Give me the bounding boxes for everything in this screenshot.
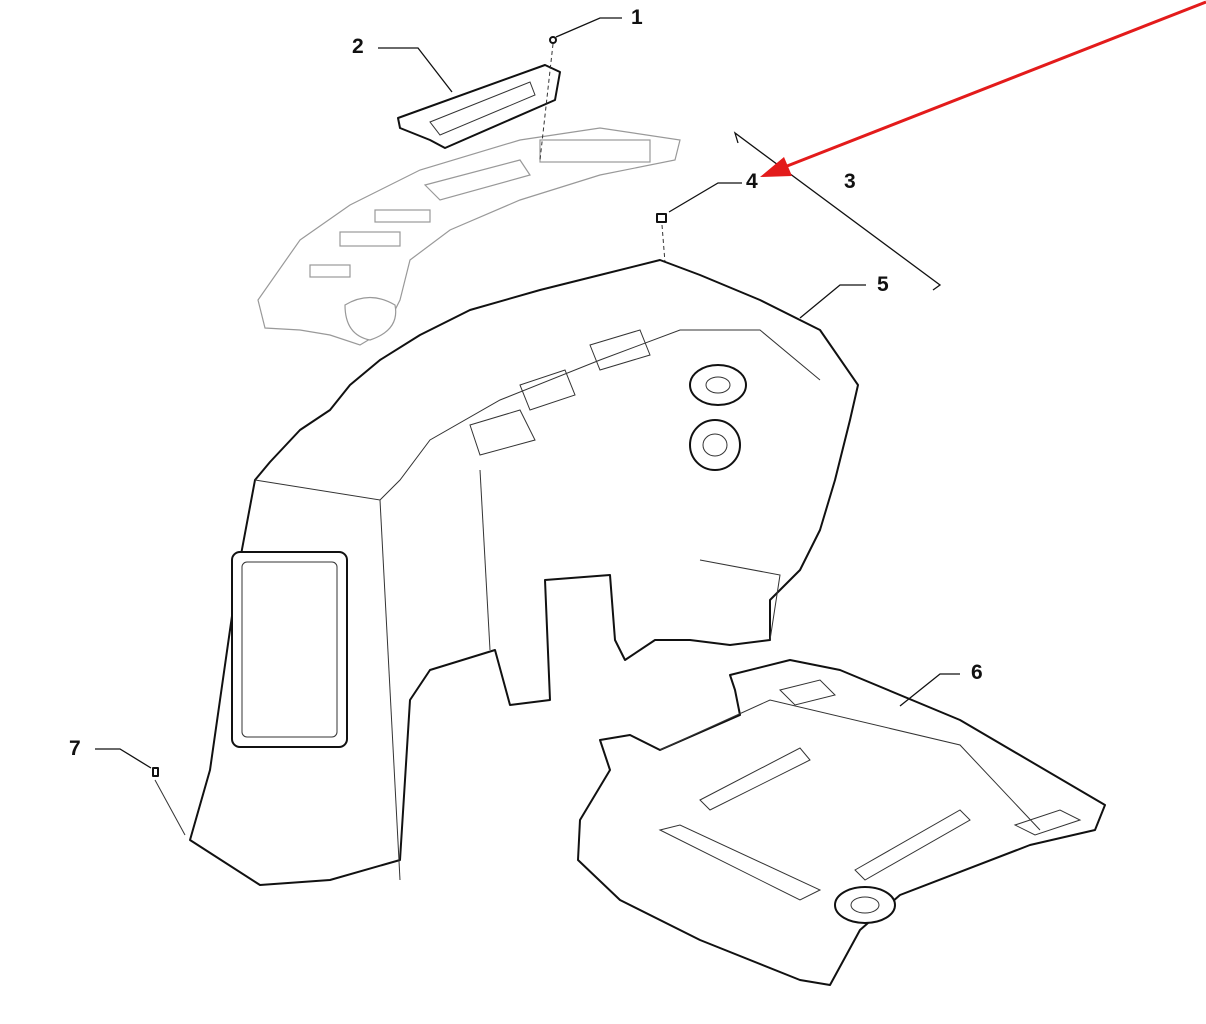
- highlight-arrow: [760, 0, 1206, 177]
- callout-4: 4: [746, 170, 758, 193]
- leader-lines: [95, 17, 960, 769]
- top-cover-part: [257, 127, 681, 346]
- bezel-part: [397, 64, 561, 149]
- callout-3: 3: [844, 170, 856, 193]
- callout-1: 1: [631, 6, 643, 29]
- main-console-part: [189, 259, 859, 886]
- callout-7: 7: [69, 737, 81, 760]
- callout-5: 5: [877, 273, 889, 296]
- screw-part-1: [539, 36, 557, 161]
- screw-part-7: [152, 767, 186, 836]
- floor-mat-part: [577, 659, 1106, 986]
- callout-2: 2: [352, 35, 364, 58]
- callout-6: 6: [971, 661, 983, 684]
